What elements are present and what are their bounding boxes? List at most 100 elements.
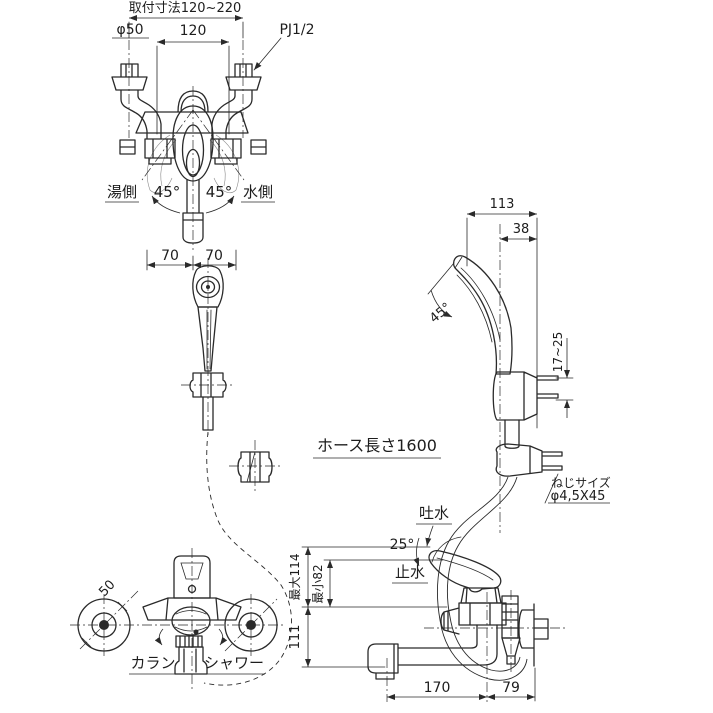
front-view-centerlines: [128, 40, 244, 250]
shower-head-side: [452, 255, 513, 375]
label-flange-dia: φ50: [116, 22, 143, 38]
shower-head-side-view: 113 38 45° 17~25 ねじサイズ φ4,5X45: [427, 197, 611, 681]
height-reference-lines: [301, 546, 448, 668]
dim-ext-120: [156, 45, 230, 135]
spout-pipe: [367, 624, 498, 680]
label-spout: 吐水: [419, 504, 449, 522]
label-min82: 最小82: [311, 564, 325, 603]
rear-handle-detail: [180, 562, 204, 580]
label-mounting-pitch: 取付寸法120~220: [129, 1, 242, 16]
label-hose-length: ホース長さ1600: [317, 436, 437, 455]
spout-leader: [425, 525, 434, 547]
shower-face-hub: [206, 285, 210, 289]
swing-envelope-ghost: [146, 134, 240, 193]
shower-face-outer: [195, 275, 221, 299]
label-screw-size-1: ねじサイズ: [551, 475, 611, 490]
upper-bracket: [492, 371, 559, 421]
dim-ext-mounting-pitch: [128, 21, 244, 39]
diverter-body: [171, 606, 211, 636]
head-angle-arc: [430, 289, 453, 318]
lever-side-curve: [436, 557, 494, 581]
label-50: 50: [96, 577, 118, 599]
label-hot-side: 湯側: [107, 183, 137, 201]
label-shower-mode: シャワー: [204, 654, 264, 672]
label-170: 170: [424, 680, 451, 696]
lever-inner-ring: [181, 124, 205, 176]
hose-inner-curve: [446, 476, 521, 672]
side-view-centerlines: [424, 590, 566, 702]
handle-end-pipe: [504, 419, 520, 449]
diverter-arrow-left: [154, 628, 164, 646]
lever-stem-grip: [182, 179, 204, 244]
diverter-arrow-right: [218, 628, 228, 646]
hose-nut: [237, 451, 273, 483]
right-flange-outer: [224, 598, 278, 652]
lever-inner-core: [185, 148, 201, 178]
diverter-curves: [174, 610, 208, 632]
leader-thread: [253, 37, 282, 71]
dim-ticks-50: [81, 601, 128, 648]
faucet-side-view: 最大114 最小82 111 吐水 25° 止水 170 79: [288, 504, 566, 702]
right-wall-fitting: [210, 63, 267, 165]
left-flange-hub: [99, 620, 109, 630]
label-pitch-120: 120: [180, 23, 207, 39]
body-side: [440, 602, 507, 635]
swing-arrow-right: [205, 195, 235, 214]
label-wall-range: 17~25: [551, 332, 565, 373]
left-flange-outer: [77, 598, 131, 652]
shower-head-side-curves: [454, 256, 501, 343]
faucet-body-front: [135, 90, 249, 134]
rear-body-bar: [142, 597, 242, 621]
label-113: 113: [490, 197, 515, 212]
hose-nut-centerlines: [229, 440, 281, 492]
lower-bracket: [495, 443, 563, 477]
shower-handle-lines: [206, 309, 212, 370]
label-38: 38: [513, 222, 530, 237]
hose-routing-dashed: [203, 431, 292, 686]
left-flange-nut: [91, 612, 117, 638]
lever-open-phantom: [431, 536, 462, 563]
wall-flange-side: [518, 603, 549, 667]
dim-ext-wall-range: [555, 377, 574, 401]
label-70-right: 70: [205, 248, 223, 264]
outlet-bell: [174, 646, 208, 675]
label-swing-left: 45°: [154, 183, 181, 201]
label-cold-side: 水側: [243, 183, 273, 201]
hose-nut-shade: [246, 451, 256, 483]
label-swing-right: 45°: [206, 183, 233, 201]
diverter-outlet: [501, 637, 521, 665]
shower-handle-front: [197, 306, 218, 372]
label-70-left: 70: [161, 248, 179, 264]
front-view: 取付寸法120~220 φ50 120 PJ1/2 45° 45° 湯側 水側: [105, 1, 315, 271]
lever-angle-arc: [413, 537, 420, 567]
right-flange-hub: [246, 620, 256, 630]
shower-head-front-view: [181, 258, 292, 686]
label-111: 111: [288, 625, 303, 650]
label-kalan: カラン: [130, 654, 175, 672]
label-thread-pj12: PJ1/2: [279, 22, 314, 38]
shower-face-inner: [200, 280, 216, 294]
label-head-angle: 45°: [427, 300, 454, 326]
label-screw-size-2: φ4,5X45: [551, 489, 606, 504]
label-lever-angle: 25°: [390, 537, 415, 553]
diverter-dot: [193, 629, 199, 635]
head-angle-line: [427, 262, 455, 295]
swing-arrow-left: [151, 195, 181, 214]
hose-length: ホース長さ1600: [313, 436, 441, 459]
union-nut-column: [501, 595, 519, 639]
faucet-rear-view: 50 カラン シャワー: [70, 548, 285, 690]
lever-side: [428, 550, 502, 593]
shower-head-front: [192, 265, 224, 308]
swing-centerlines: [141, 109, 245, 181]
shower-pipe: [202, 396, 214, 431]
label-79: 79: [502, 680, 520, 696]
label-max114: 最大114: [288, 554, 302, 601]
lever-handle-front: [172, 105, 214, 182]
rear-handle: [173, 555, 211, 599]
label-stop: 止水: [395, 563, 425, 581]
screw-note-leader: [544, 473, 559, 504]
hose-outer-curve: [437, 476, 528, 681]
outlet-nuts: [175, 635, 203, 648]
